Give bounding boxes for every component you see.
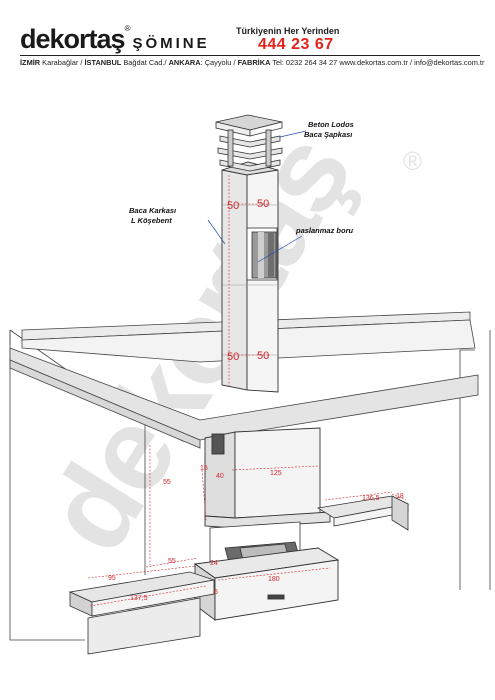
brand-registered-mark: ®: [124, 24, 131, 33]
addr-ankara: ANKARA: [168, 58, 201, 67]
address-line: İZMİR Karabağlar / İSTANBUL Bağdat Cad./…: [20, 58, 484, 67]
dim-chimney-top-right: 50: [257, 198, 269, 210]
label-cap-line2: Baca Şapkası: [304, 130, 352, 139]
addr-fabrika: FABRİKA: [237, 58, 271, 67]
label-cap-line1: Beton Lodos: [308, 120, 354, 129]
dim-right-bench: 136,5: [362, 495, 380, 502]
slogan: Türkiyenin Her Yerinden: [236, 26, 340, 36]
brand-logo: dekortaş®ŞÖMINE: [20, 24, 210, 55]
addr-istanbul: İSTANBUL: [84, 58, 122, 67]
dim-chimney-bottom-right: 50: [257, 350, 269, 362]
addr-ankara-loc: : Çayyolu /: [200, 58, 238, 67]
dim-front-small-b: 5: [214, 589, 218, 596]
chimney-cap: [215, 114, 283, 172]
dim-front-small-a: 24: [210, 560, 218, 567]
dim-hood-small-b: 40: [216, 473, 224, 480]
label-frame-line1: Baca Karkası: [129, 206, 176, 215]
dimension-lines: [87, 175, 407, 607]
dim-hood-width: 125: [270, 470, 282, 477]
label-frame-line2: L Köşebent: [131, 216, 172, 225]
dim-left-bench-lower: 137,5: [130, 595, 148, 602]
label-pipe: paslanmaz boru: [295, 226, 354, 235]
dim-front-base: 180: [268, 576, 280, 583]
brand-product: ŞÖMINE: [132, 35, 210, 52]
brand-name: dekortaş: [20, 24, 126, 54]
fireplace-hood: [204, 427, 331, 529]
addr-contact: Tel: 0232 264 34 27 www.dekortas.com.tr …: [270, 58, 485, 67]
right-bench: [316, 495, 410, 531]
dim-wall-height: 55: [163, 479, 171, 486]
dim-chimney-bottom-left: 50: [227, 351, 239, 363]
hearth: [193, 547, 340, 621]
header: dekortaş®ŞÖMINE Türkiyenin Her Yerinden …: [0, 0, 495, 72]
watermark-registered: ®: [403, 146, 422, 176]
dim-left-bench: 95: [108, 575, 116, 582]
header-divider: [20, 55, 480, 56]
phone-number: 444 23 67: [258, 36, 334, 53]
dim-right-small: 18: [396, 493, 404, 500]
dim-chimney-top-left: 50: [227, 200, 239, 212]
dim-hood-small-a: 15: [200, 465, 208, 472]
addr-izmir-loc: Karabağlar /: [40, 58, 85, 67]
left-bench: [68, 571, 215, 655]
addr-izmir: İZMİR: [20, 58, 41, 67]
chimney-window: [246, 227, 278, 281]
addr-istanbul-loc: Bağdat Cad./: [121, 58, 169, 67]
leader-lines: [207, 130, 307, 263]
dim-front-left: 55: [168, 558, 176, 565]
